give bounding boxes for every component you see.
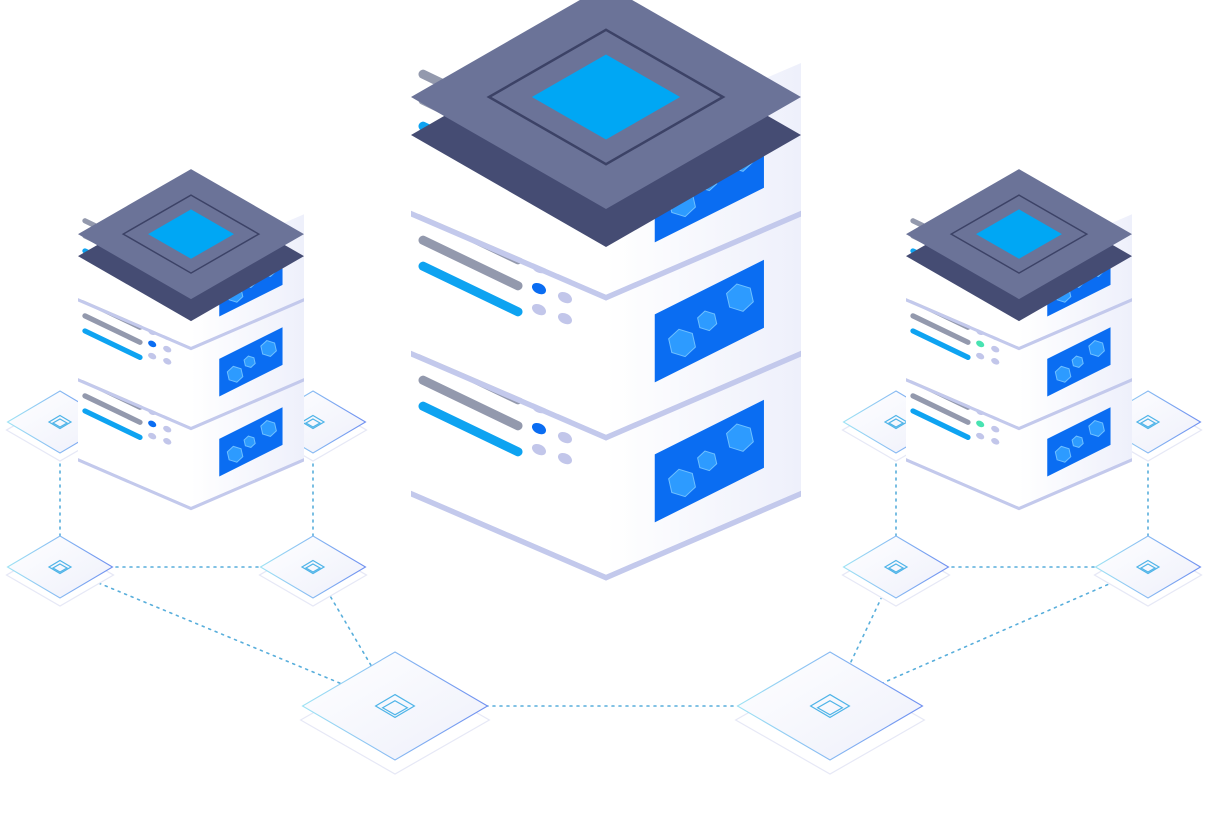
chip-icon	[374, 693, 416, 719]
hex-block	[1071, 435, 1084, 448]
hex-block	[668, 328, 696, 358]
status-stripe-active	[910, 408, 971, 440]
led-dot	[531, 422, 547, 435]
cap-ring	[121, 194, 261, 274]
chip-icon	[883, 414, 909, 430]
hex-block	[1071, 355, 1084, 368]
node-top	[736, 651, 924, 761]
central-server	[411, 0, 801, 581]
status-stripe-active	[418, 401, 523, 457]
led-dot	[163, 438, 172, 445]
status-stripe-active	[910, 328, 971, 360]
node-top	[842, 535, 950, 599]
hex-block	[243, 435, 256, 448]
hex-block	[1054, 365, 1072, 383]
chip-icon	[1135, 559, 1161, 575]
chip-icon	[47, 559, 73, 575]
server-unit	[411, 203, 801, 441]
led-dot	[557, 312, 573, 325]
led-dot	[991, 425, 1000, 433]
status-stripe-active	[82, 328, 143, 360]
led-dot	[531, 282, 547, 295]
cap-screen	[976, 209, 1062, 259]
node-top	[301, 651, 489, 761]
chip-icon	[883, 559, 909, 575]
network-node	[299, 651, 491, 775]
led-dot	[557, 431, 573, 444]
node-top	[259, 535, 367, 599]
chip-icon	[1135, 414, 1161, 430]
led-dot	[163, 425, 172, 433]
hex-block	[725, 423, 754, 452]
led-dot	[531, 443, 547, 456]
hex-block	[226, 445, 244, 463]
right-server	[906, 169, 1132, 511]
left-server	[78, 169, 304, 511]
led-dot	[991, 345, 1000, 353]
status-stripe	[910, 313, 971, 345]
led-dot	[976, 340, 985, 348]
status-stripe	[82, 393, 143, 425]
status-stripe	[418, 235, 523, 291]
led-dot	[148, 352, 157, 360]
led-dot	[557, 291, 573, 304]
led-dot	[148, 340, 157, 348]
led-dot	[148, 432, 157, 440]
hex-block	[697, 450, 718, 472]
hex-block	[725, 283, 754, 312]
chip-icon	[300, 414, 326, 430]
network-node	[734, 651, 926, 775]
cap-ring	[486, 28, 726, 166]
cap-screen	[531, 54, 681, 140]
hex-block	[226, 365, 244, 383]
hex-block	[243, 355, 256, 368]
node-top	[6, 535, 114, 599]
server-unit	[411, 343, 801, 581]
led-dot	[976, 352, 985, 360]
node-top	[1094, 535, 1202, 599]
hex-block	[1088, 420, 1105, 437]
led-dot	[976, 432, 985, 440]
led-dot	[163, 345, 172, 353]
chip-icon	[47, 414, 73, 430]
status-stripe	[82, 313, 143, 345]
hex-block	[1088, 340, 1105, 357]
network-node	[1093, 535, 1203, 607]
led-dot	[991, 358, 1000, 365]
network-node	[258, 535, 368, 607]
status-stripe	[418, 375, 523, 431]
servers	[78, 0, 1132, 581]
hex-block	[668, 468, 696, 498]
chip-icon	[300, 559, 326, 575]
led-dot	[991, 438, 1000, 445]
chip-icon	[809, 693, 851, 719]
led-dot	[163, 358, 172, 365]
hex-block	[697, 310, 718, 332]
network-node	[841, 535, 951, 607]
status-stripe-active	[82, 408, 143, 440]
hex-block	[1054, 445, 1072, 463]
led-dot	[531, 303, 547, 316]
cap-ring	[949, 194, 1089, 274]
led-dot	[976, 420, 985, 428]
status-stripe	[910, 393, 971, 425]
network-link	[59, 566, 396, 707]
hex-block	[260, 420, 277, 437]
hex-block	[260, 340, 277, 357]
cap-screen	[148, 209, 234, 259]
status-stripe-active	[418, 261, 523, 317]
network-node	[5, 535, 115, 607]
server-unit	[78, 374, 304, 511]
led-dot	[557, 452, 573, 465]
led-dot	[148, 420, 157, 428]
